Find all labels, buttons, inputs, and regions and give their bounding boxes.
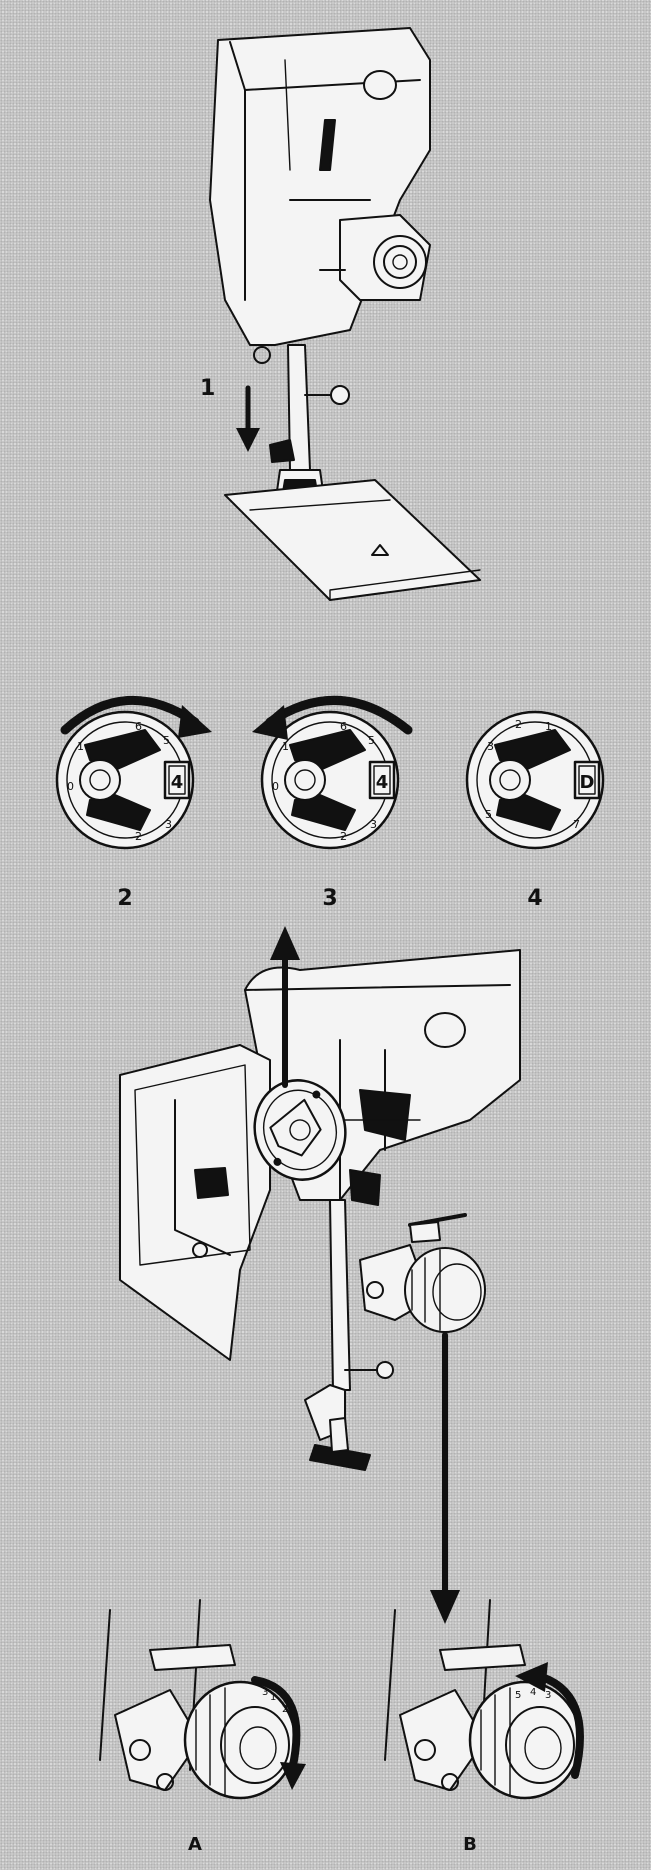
dial-3-window-value: 4	[376, 772, 389, 793]
clockwise-arrow-icon	[251, 1676, 301, 1774]
svg-text:3: 3	[262, 1687, 268, 1698]
step-1-label: 1	[200, 376, 215, 401]
stitch-dial-step-3: 4 6 5 3 2 1 0	[260, 710, 400, 850]
step-3-label: 3	[322, 886, 337, 911]
view-a-label: A	[188, 1834, 202, 1855]
clockwise-arrow-icon	[60, 695, 200, 735]
svg-text:0: 0	[272, 780, 279, 793]
tension-view-b: 3 4 5	[384, 1599, 584, 1800]
svg-text:7: 7	[573, 818, 580, 831]
svg-text:2: 2	[135, 830, 142, 843]
dial-3-scale-numbers: 6 5 3 2 1 0	[272, 720, 377, 843]
svg-text:2: 2	[515, 718, 522, 731]
svg-text:3: 3	[370, 818, 377, 831]
machine-head-top-illustration	[209, 27, 481, 601]
svg-text:0: 0	[67, 780, 74, 793]
svg-text:6: 6	[135, 720, 142, 733]
svg-text:3: 3	[545, 1690, 551, 1701]
svg-text:3: 3	[487, 740, 494, 753]
svg-text:2: 2	[282, 1704, 288, 1715]
dial-4-window-value: D	[580, 772, 595, 793]
dial-2-scale-numbers: 6 5 3 2 1 0	[67, 720, 172, 843]
svg-text:5: 5	[485, 808, 492, 821]
svg-text:5: 5	[515, 1690, 521, 1701]
step-2-label: 2	[117, 886, 132, 911]
svg-text:1: 1	[77, 740, 84, 753]
svg-text:2: 2	[340, 830, 347, 843]
svg-text:5: 5	[368, 734, 375, 747]
step-4-label: 4	[527, 886, 542, 911]
counterclockwise-arrowhead-icon	[252, 705, 288, 740]
svg-text:3: 3	[165, 818, 172, 831]
view-b-label: B	[463, 1834, 477, 1855]
clockwise-arrowhead-icon	[178, 705, 212, 738]
svg-text:4: 4	[530, 1687, 536, 1698]
svg-text:1: 1	[270, 1692, 276, 1703]
stitch-dial-step-4: D 1 2 3 5 7	[465, 710, 605, 850]
dial-2-window-value: 4	[171, 772, 184, 793]
svg-text:5: 5	[163, 734, 170, 747]
svg-text:1: 1	[545, 720, 552, 733]
counterclockwise-arrow-icon	[265, 695, 413, 735]
svg-text:1: 1	[282, 740, 289, 753]
stitch-dial-step-2: 4 6 5 3 2 1 0	[55, 710, 195, 850]
tension-b-numbers: 3 4 5	[515, 1687, 551, 1701]
dial-4-scale-numbers: 1 2 3 5 7	[485, 718, 580, 831]
counterclockwise-arrow-icon	[531, 1671, 584, 1779]
machine-face-plate-open-illustration	[119, 926, 521, 1624]
svg-text:6: 6	[340, 720, 347, 733]
tension-view-a: 1 2 3	[99, 1599, 306, 1800]
tension-a-numbers: 1 2 3	[262, 1687, 288, 1715]
